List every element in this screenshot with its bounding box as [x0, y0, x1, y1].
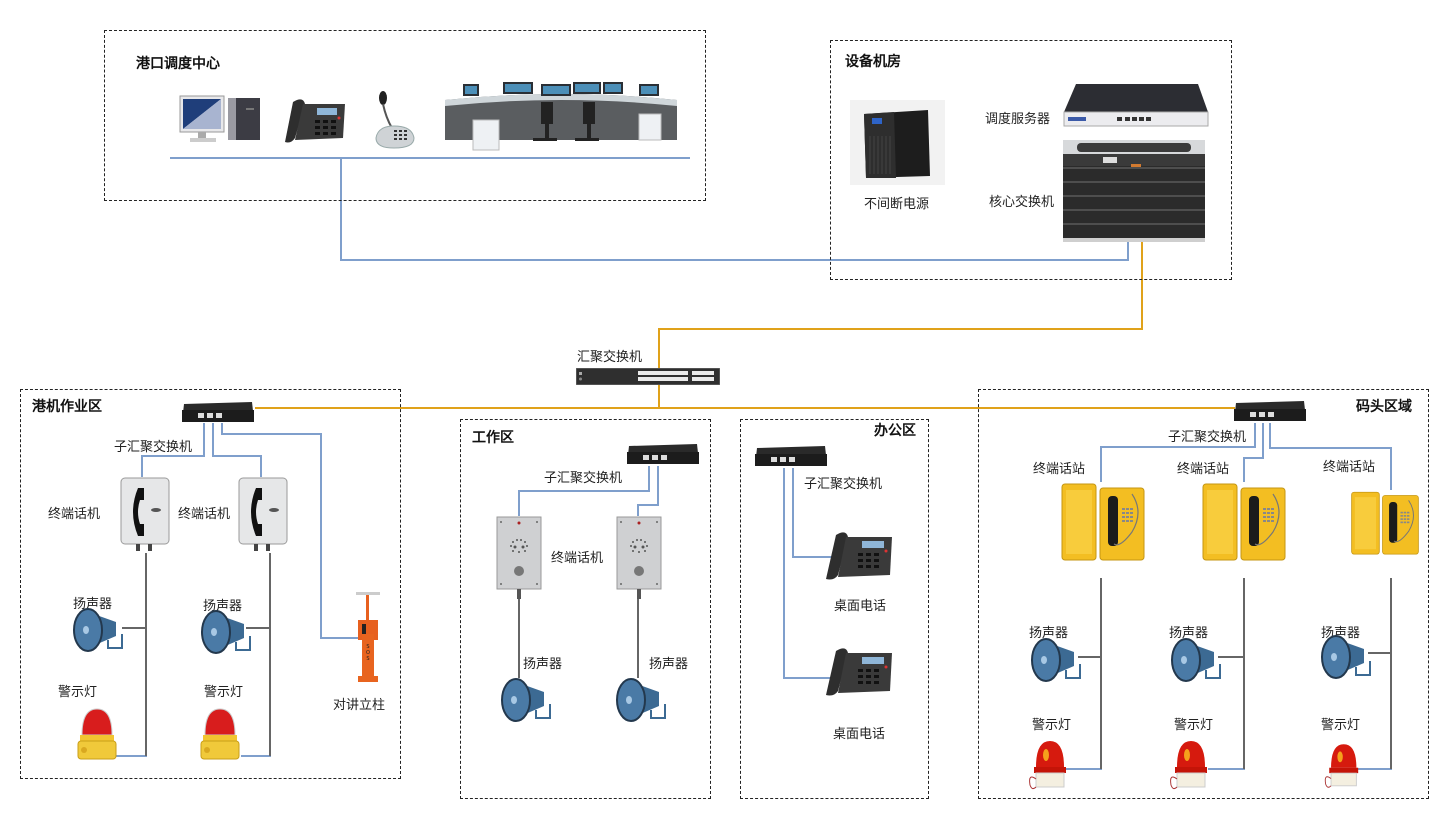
svg-text:S: S	[366, 656, 369, 662]
wharf-speaker-icon-2	[1171, 638, 1221, 682]
wharf-station-label-2: 终端话站	[1177, 462, 1230, 477]
zone-work-area	[460, 419, 711, 799]
wharf-sub-switch-icon	[1234, 401, 1306, 421]
core-switch-label: 核心交换机	[989, 195, 1055, 210]
work-terminal-phone-icon-2	[616, 516, 662, 599]
wharf-light-label-2: 警示灯	[1174, 718, 1214, 733]
wharf-speaker-label-1: 扬声器	[1029, 626, 1069, 641]
dispatch-server-icon	[1063, 84, 1209, 127]
wharf-light-label-3: 警示灯	[1321, 718, 1361, 733]
intercom-pillar-icon: S O S	[356, 592, 380, 682]
crane-speaker-icon-2	[201, 610, 251, 654]
wharf-light-label-1: 警示灯	[1032, 718, 1072, 733]
office-sub-switch-label: 子汇聚交换机	[804, 477, 883, 492]
work-speaker-icon-1	[501, 678, 551, 722]
zone-title-wharf-area: 码头区域	[1356, 399, 1412, 415]
office-desk-phone-icon-2	[826, 648, 892, 696]
crane-light-label-2: 警示灯	[204, 685, 244, 700]
wharf-station-label-3: 终端话站	[1323, 460, 1376, 475]
office-sub-switch-icon	[755, 446, 827, 466]
zone-title-equipment-room: 设备机房	[845, 54, 901, 70]
work-terminal-label: 终端话机	[551, 551, 604, 566]
crane-warning-light-icon-2	[200, 708, 240, 760]
work-speaker-icon-2	[616, 678, 666, 722]
wharf-rotating-light-icon-1	[1029, 741, 1066, 790]
aggregation-switch-label: 汇聚交换机	[577, 350, 643, 365]
crane-terminal-phone-icon-2	[238, 477, 288, 551]
work-speaker-label-1: 扬声器	[523, 657, 563, 672]
zone-title-office-area: 办公区	[874, 423, 916, 439]
zone-dispatch-center	[104, 30, 706, 201]
crane-speaker-label-1: 扬声器	[73, 597, 113, 612]
crane-terminal-label-1: 终端话机	[48, 507, 101, 522]
zone-wharf-area	[978, 389, 1429, 799]
zone-office-area	[740, 419, 929, 799]
wharf-phone-station-icon-1	[1061, 483, 1145, 561]
wharf-speaker-icon-1	[1031, 638, 1081, 682]
crane-sub-switch-icon	[182, 402, 254, 422]
wharf-phone-station-icon-3	[1351, 491, 1419, 555]
office-phone-label-2: 桌面电话	[833, 727, 886, 742]
intercom-pillar-label: 对讲立柱	[333, 698, 386, 713]
wharf-sub-switch-label: 子汇聚交换机	[1168, 430, 1247, 445]
crane-sub-switch-label: 子汇聚交换机	[114, 440, 193, 455]
dispatch-console-icon	[445, 82, 677, 151]
work-sub-switch-icon	[627, 444, 699, 464]
ups-icon	[850, 100, 945, 185]
work-speaker-label-2: 扬声器	[649, 657, 689, 672]
svg-text:O: O	[366, 650, 370, 656]
crane-speaker-label-2: 扬声器	[203, 599, 243, 614]
zone-title-dispatch-center: 港口调度中心	[136, 56, 220, 72]
core-switch-icon	[1063, 140, 1205, 242]
wharf-station-label-1: 终端话站	[1033, 462, 1086, 477]
wharf-phone-station-icon-2	[1202, 483, 1286, 561]
crane-warning-light-icon-1	[77, 708, 117, 760]
wharf-speaker-icon-3	[1321, 635, 1371, 679]
zone-title-work-area: 工作区	[472, 430, 514, 446]
wharf-speaker-label-2: 扬声器	[1169, 626, 1209, 641]
wharf-rotating-light-icon-2	[1170, 741, 1207, 790]
work-sub-switch-label: 子汇聚交换机	[544, 471, 623, 486]
crane-speaker-icon-1	[73, 608, 123, 652]
zone-equipment-room	[830, 40, 1232, 280]
svg-text:S: S	[366, 644, 369, 650]
crane-terminal-label-2: 终端话机	[178, 507, 231, 522]
dispatch-server-label: 调度服务器	[985, 112, 1051, 127]
work-terminal-phone-icon-1	[496, 516, 542, 599]
ups-label: 不间断电源	[864, 197, 930, 212]
desktop-computer-icon	[179, 95, 260, 142]
zone-title-crane-area: 港机作业区	[32, 399, 102, 415]
paging-microphone-icon	[375, 91, 415, 149]
crane-terminal-phone-icon-1	[120, 477, 170, 551]
desk-phone-icon	[285, 99, 345, 143]
zone-crane-area	[20, 389, 401, 779]
office-phone-label-1: 桌面电话	[834, 599, 887, 614]
crane-light-label-1: 警示灯	[58, 685, 98, 700]
wharf-rotating-light-icon-3	[1324, 744, 1359, 788]
office-desk-phone-icon-1	[826, 532, 892, 580]
aggregation-switch-icon	[576, 368, 720, 385]
